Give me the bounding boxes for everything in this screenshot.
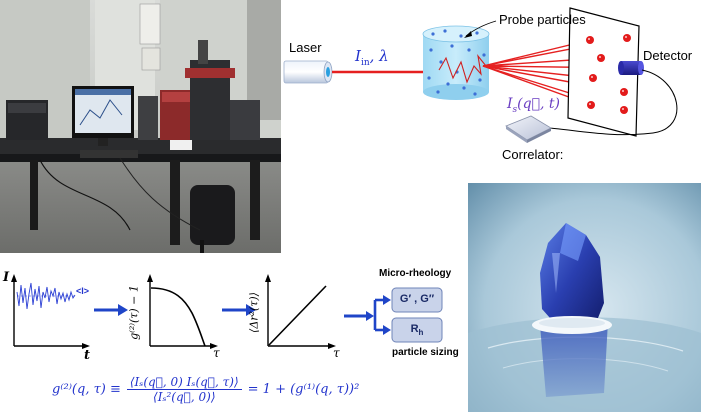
correlator-label: Correlator: bbox=[502, 147, 564, 162]
equation-lhs: g⁽²⁾(q, τ) ≡ bbox=[52, 381, 121, 397]
branch-arrows bbox=[373, 298, 384, 332]
hydrogel-photo bbox=[468, 183, 701, 412]
radius-label: Rh bbox=[410, 323, 424, 338]
incident-intensity-label: Iin, λ bbox=[355, 47, 389, 68]
g2-correlation-plot bbox=[147, 274, 218, 349]
probe-particles-label: Probe particles bbox=[499, 12, 586, 27]
equation-fraction: ⟨Iₛ(q⃗, 0) Iₛ(q⃗, τ)⟩ ⟨Iₛ²(q⃗, 0)⟩ bbox=[126, 375, 242, 404]
correlator-icon bbox=[505, 115, 552, 143]
detector-cable bbox=[548, 69, 678, 136]
scattered-intensity-label: Is(q⃗, t) bbox=[507, 96, 560, 115]
time-axis-label: t bbox=[84, 348, 91, 363]
g2-equation: g⁽²⁾(q, τ) ≡ ⟨Iₛ(q⃗, 0) Iₛ(q⃗, τ)⟩ ⟨Iₛ²(… bbox=[52, 370, 359, 408]
detector-icon bbox=[618, 61, 644, 75]
laser-label: Laser bbox=[289, 40, 322, 55]
msd-plot bbox=[265, 274, 336, 349]
laser-icon bbox=[283, 60, 333, 84]
moduli-label: G′ , G″ bbox=[399, 293, 435, 305]
g2-axis-label: g⁽²⁾(τ) − 1 bbox=[127, 285, 141, 340]
intensity-trace-plot bbox=[11, 274, 90, 349]
mean-intensity-marker: <I> bbox=[76, 286, 90, 296]
radius-box bbox=[391, 317, 443, 343]
tau-axis-label-1: τ bbox=[213, 346, 220, 360]
analysis-workflow: I t <I> g⁽²⁾(τ) − 1 τ ⟨Δr²(τ)⟩ τ Micro-r… bbox=[0, 258, 460, 363]
particle-sizing-label: particle sizing bbox=[392, 347, 459, 358]
detector-label: Detector bbox=[643, 48, 693, 63]
micro-rheology-label: Micro-rheology bbox=[379, 268, 452, 279]
detector-screen bbox=[567, 7, 640, 137]
dls-setup-schematic: Laser Iin, λ Probe particles Detector Is… bbox=[281, 0, 701, 175]
intensity-axis-label: I bbox=[3, 270, 10, 285]
msd-axis-label: ⟨Δr²(τ)⟩ bbox=[247, 292, 261, 333]
tau-axis-label-2: τ bbox=[333, 346, 340, 360]
equation-numerator: ⟨Iₛ(q⃗, 0) Iₛ(q⃗, τ)⟩ bbox=[126, 375, 242, 390]
equation-denominator: ⟨Iₛ²(q⃗, 0)⟩ bbox=[153, 389, 216, 404]
lab-setup-photo bbox=[0, 0, 281, 253]
moduli-box bbox=[391, 287, 443, 313]
sample-cell bbox=[422, 25, 490, 100]
equation-rhs: = 1 + (g⁽¹⁾(q, τ))² bbox=[247, 381, 360, 397]
